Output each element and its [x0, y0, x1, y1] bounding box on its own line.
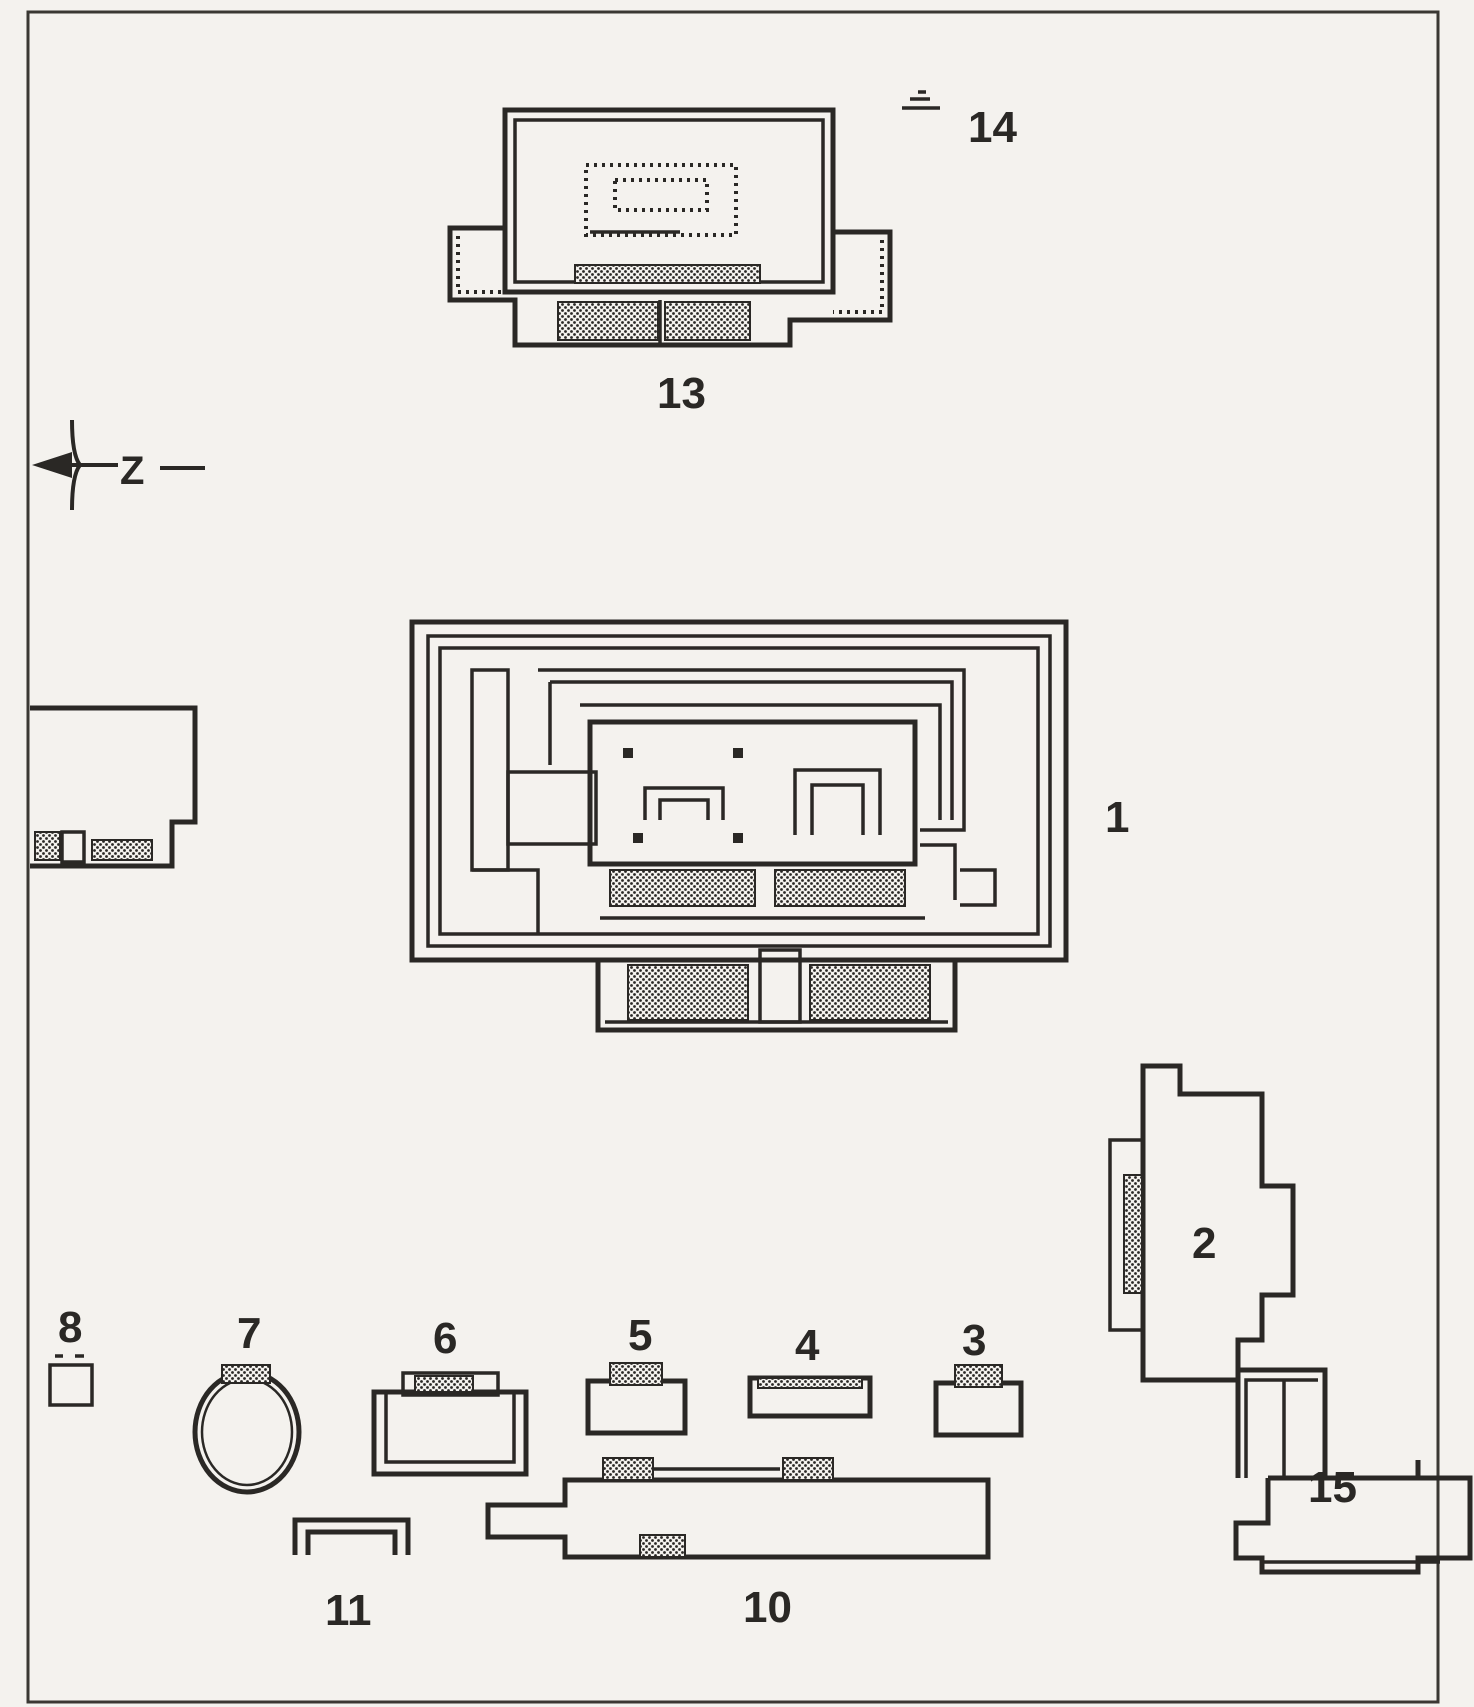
- chapel-5: [585, 1362, 688, 1436]
- label-7: 7: [237, 1309, 261, 1358]
- chapel-7: [192, 1364, 302, 1495]
- north-arrow: Z: [32, 419, 205, 511]
- building-10: [485, 1457, 991, 1560]
- building-11: [292, 1517, 411, 1555]
- chapel-6: [371, 1371, 529, 1477]
- north-label: Z: [120, 449, 144, 493]
- building-partial-west: [30, 705, 198, 869]
- chapel-3: [933, 1364, 1024, 1438]
- building-1: [409, 619, 1069, 1033]
- label-5: 5: [628, 1311, 652, 1360]
- label-6: 6: [433, 1314, 457, 1363]
- label-1: 1: [1105, 793, 1129, 842]
- page-frame: [26, 10, 1440, 1704]
- label-3: 3: [962, 1316, 986, 1365]
- building-13: [447, 107, 893, 348]
- label-10: 10: [743, 1583, 792, 1632]
- chapel-8: [48, 1354, 94, 1407]
- feature-14: [902, 90, 940, 110]
- building-15: [1233, 1367, 1473, 1575]
- chapel-4: [747, 1375, 873, 1419]
- label-11: 11: [325, 1586, 372, 1635]
- label-4: 4: [795, 1321, 820, 1370]
- label-13: 13: [657, 369, 706, 418]
- label-15: 15: [1308, 1463, 1357, 1512]
- label-8: 8: [58, 1303, 82, 1352]
- label-14: 14: [968, 103, 1017, 152]
- label-2: 2: [1192, 1219, 1216, 1268]
